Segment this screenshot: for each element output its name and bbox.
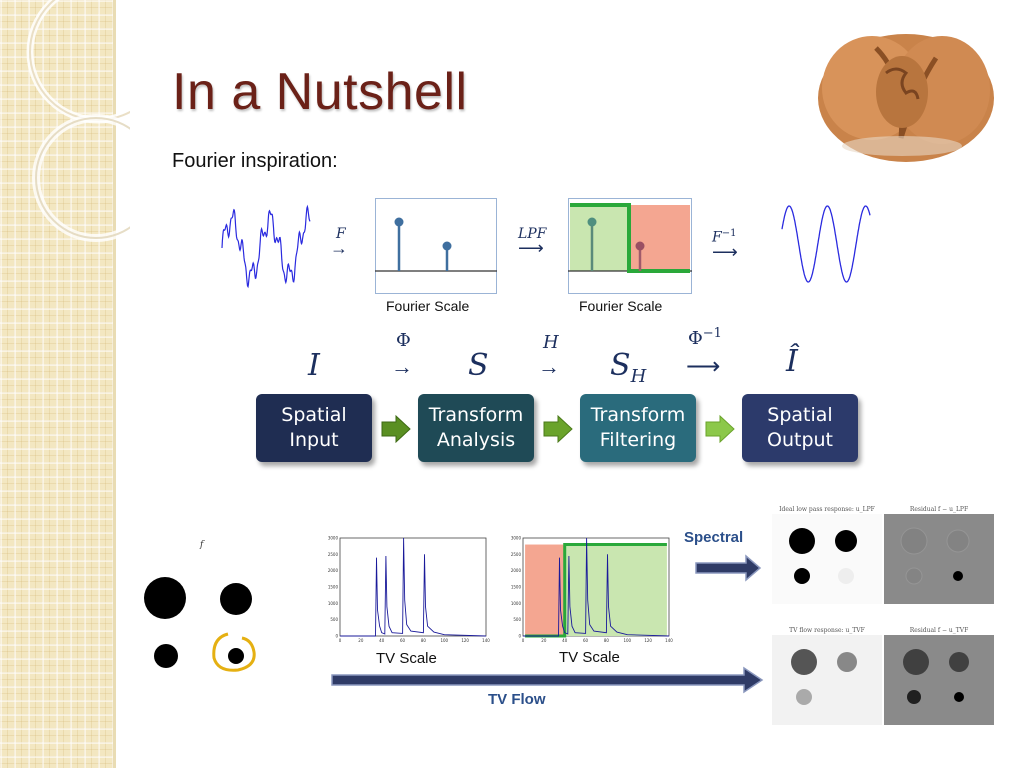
op-phi-inverse: Φ−1 <box>688 326 722 349</box>
y-tick-label: 0 <box>518 634 521 639</box>
box-transform-analysis: Transform Analysis <box>418 394 534 462</box>
noisy-signal-plot <box>221 204 311 289</box>
arrow-h: → <box>538 354 560 379</box>
x-tick-label: 20 <box>541 638 547 643</box>
x-tick-label: 80 <box>421 638 427 643</box>
series-line <box>523 537 670 637</box>
caption-fourier-scale-left: Fourier Scale <box>386 298 470 314</box>
subtitle: Fourier inspiration: <box>172 150 338 172</box>
y-tick-label: 2000 <box>328 568 339 573</box>
pipeline-arrow-2-icon <box>543 414 573 444</box>
panel-title-tvf-residual: Residual f − u_TVF <box>909 627 969 634</box>
sidebar-edge <box>113 0 116 768</box>
box-transform-analysis-label: Transform Analysis <box>428 404 524 451</box>
panel-lpf-response <box>772 514 882 604</box>
op-fourier: F <box>336 226 346 242</box>
panel-lpf-residual <box>884 514 994 604</box>
x-tick-label: 80 <box>604 638 610 643</box>
y-tick-label: 1500 <box>511 585 522 590</box>
plot-frame <box>339 537 487 637</box>
panel-title-lpf: Ideal low pass response: u_LPF <box>779 506 875 513</box>
tv-flow-label: TV Flow <box>488 691 546 708</box>
y-tick-label: 2500 <box>328 552 339 557</box>
x-tick-label: 120 <box>644 638 652 643</box>
arrow-phi-inverse: ⟶ <box>686 353 721 380</box>
symbol-sh-sub: H <box>630 366 647 387</box>
op-lpf: LPF <box>518 226 547 242</box>
smooth-signal-plot <box>781 205 871 283</box>
op-phi-inverse-sup: −1 <box>702 326 722 341</box>
filtered-spectrum-plot <box>568 198 692 294</box>
input-image <box>144 577 256 672</box>
caption-fourier-scale-right: Fourier Scale <box>579 298 663 314</box>
y-tick-label: 1000 <box>511 601 522 606</box>
caption-tv-scale-right: TV Scale <box>559 649 620 666</box>
spectral-label: Spectral <box>684 529 744 546</box>
stop-band <box>525 544 565 636</box>
x-tick-label: 120 <box>461 638 469 643</box>
fourier-spectrum-plot <box>375 198 497 294</box>
pass-band <box>564 544 667 636</box>
x-tick-label: 100 <box>623 638 631 643</box>
op-phi: Φ <box>396 330 411 351</box>
panel-tvf-response <box>772 635 882 725</box>
box-transform-filtering-label: Transform Filtering <box>590 404 686 451</box>
panel-tvf-residual <box>884 635 994 725</box>
decorative-rings <box>26 0 130 242</box>
walnut-image <box>818 34 994 162</box>
y-tick-label: 3000 <box>328 536 339 541</box>
x-tick-label: 140 <box>482 638 490 643</box>
page-title: In a Nutshell <box>172 63 468 121</box>
pipeline-arrow-1-icon <box>381 414 411 444</box>
input-image-label: f <box>200 540 204 550</box>
y-tick-label: 2000 <box>511 568 522 573</box>
arrow-f: → <box>330 238 348 258</box>
symbol-i-hat: Î <box>786 344 798 379</box>
box-spatial-output: Spatial Output <box>742 394 858 462</box>
x-tick-label: 0 <box>522 638 525 643</box>
y-tick-label: 500 <box>513 617 521 622</box>
x-tick-label: 100 <box>440 638 448 643</box>
x-tick-label: 60 <box>583 638 589 643</box>
box-spatial-input: Spatial Input <box>256 394 372 462</box>
y-tick-label: 1000 <box>328 601 339 606</box>
arrow-phi: → <box>391 354 413 379</box>
arrow-lpf: ⟶ <box>518 238 544 258</box>
caption-tv-scale-left: TV Scale <box>376 650 437 667</box>
symbol-sh: SH <box>610 348 646 387</box>
panel-title-tvf: TV flow response: u_TVF <box>789 627 865 634</box>
y-tick-label: 2500 <box>511 552 522 557</box>
symbol-i: I <box>308 348 320 383</box>
tv-flow-arrow-icon <box>331 666 764 694</box>
op-inverse-fourier-base: F <box>712 229 722 246</box>
op-phi-inverse-base: Φ <box>688 328 703 349</box>
x-tick-label: 60 <box>400 638 406 643</box>
y-tick-label: 0 <box>335 634 338 639</box>
y-tick-label: 500 <box>330 617 338 622</box>
y-tick-label: 3000 <box>511 536 522 541</box>
symbol-s: S <box>468 348 489 383</box>
box-spatial-output-label: Spatial Output <box>767 404 833 451</box>
box-spatial-input-label: Spatial Input <box>281 404 347 451</box>
op-inverse-fourier-sup: −1 <box>721 228 737 239</box>
x-tick-label: 40 <box>562 638 568 643</box>
symbol-sh-base: S <box>610 348 631 383</box>
y-tick-label: 1500 <box>328 585 339 590</box>
x-tick-label: 20 <box>358 638 364 643</box>
x-tick-label: 0 <box>339 638 342 643</box>
spectral-arrow-icon <box>695 554 762 582</box>
x-tick-label: 140 <box>665 638 673 643</box>
tv-spectrum-plot-left: 0 20 40 60 80 100 120 140 0 500 1000 1500 2000 2500 30… <box>328 536 490 644</box>
op-inverse-fourier: F−1 <box>712 228 736 246</box>
arrow-inverse: ⟶ <box>712 242 738 262</box>
panel-title-lpf-residual: Residual f − u_LPF <box>909 506 969 513</box>
series-line <box>340 537 487 637</box>
pipeline-arrow-3-icon <box>705 414 735 444</box>
box-transform-filtering: Transform Filtering <box>580 394 696 462</box>
x-tick-label: 40 <box>379 638 385 643</box>
tv-spectrum-plot-right: 0 20 40 60 80 100 120 140 0 500 1000 1500 2000 2500 30… <box>511 536 673 644</box>
op-h: H <box>543 332 559 353</box>
